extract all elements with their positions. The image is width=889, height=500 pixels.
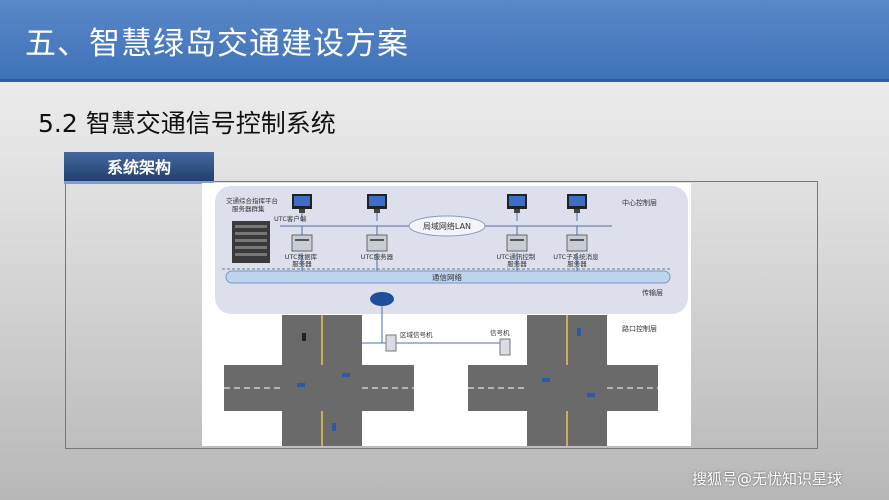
server-icon (506, 234, 528, 252)
signal-controller-icon (499, 338, 511, 356)
lan-cloud (408, 215, 486, 237)
architecture-svg: 局域网络LAN 交通综合指挥平台 服务器群集 UTC客户端 UTC数据库 服务器… (215, 186, 688, 446)
intersection-left (224, 315, 414, 446)
section-subtitle: 5.2 智慧交通信号控制系统 (38, 109, 336, 138)
subsys-server-label: UTC子系统消息 服务器 (553, 252, 600, 268)
db-server-label: UTC数据库 服务器 (285, 252, 319, 268)
utc-client-label: UTC客户端 (274, 214, 307, 223)
lan-label: 局域网络LAN (423, 221, 471, 231)
comm-server-label: UTC通讯控制 服务器 (497, 252, 538, 268)
network-cloud-icon (370, 292, 394, 306)
watermark: 搜狐号@无忧知识星球 (692, 470, 843, 488)
intersection-right (468, 315, 658, 446)
monitor-icon (367, 194, 387, 213)
monitor-icon (292, 194, 312, 213)
content-frame (65, 181, 818, 449)
network-label: 通信网络 (432, 272, 462, 282)
page-title: 五、智慧绿岛交通建设方案 (25, 26, 409, 62)
center-layer-label: 中心控制层 (622, 198, 657, 207)
center-control-panel (215, 186, 688, 314)
signal-label: 信号机 (490, 328, 510, 337)
monitor-icon (567, 194, 587, 213)
platform-label: 交通综合指挥平台 服务器群集 (226, 196, 280, 213)
network-pipe (225, 270, 671, 284)
monitor-icon (507, 194, 527, 213)
server-icon (291, 234, 313, 252)
area-controller-icon (385, 334, 397, 352)
title-bar: 五、智慧绿岛交通建设方案 (0, 0, 889, 82)
server-icon (566, 234, 588, 252)
transport-layer-label: 传输层 (642, 288, 663, 297)
architecture-diagram: 局域网络LAN 交通综合指挥平台 服务器群集 UTC客户端 UTC数据库 服务器… (202, 183, 691, 446)
server-icon (366, 234, 388, 252)
area-controller-label: 区域信号机 (400, 330, 433, 339)
utc-server-label: UTC服务器 (361, 252, 394, 261)
intersection-layer-label: 路口控制层 (622, 324, 657, 333)
section-tag: 系统架构 (64, 152, 214, 184)
